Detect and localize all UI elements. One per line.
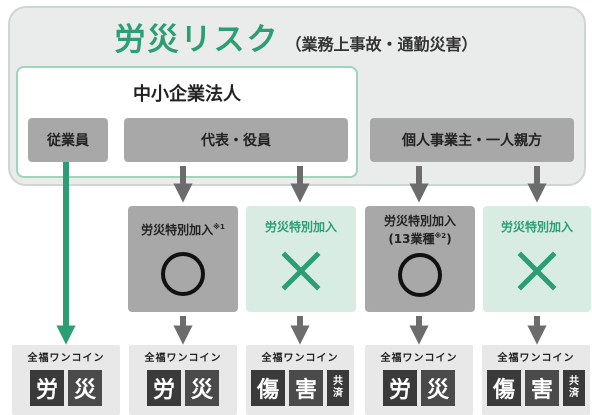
sole-proprietor-label: 個人事業主・一人親方 — [402, 133, 542, 149]
product-char: 傷 — [251, 370, 285, 406]
product-char: 労 — [147, 370, 181, 406]
product-char: 災 — [185, 370, 219, 406]
product-char: 災 — [421, 370, 455, 406]
product-label: 全福ワンコイン — [380, 353, 458, 364]
product-char-small: 共済 — [563, 370, 585, 406]
special-join-box-3: 労災特別加入 (13業種※2) — [365, 206, 475, 312]
product-char-small: 共済 — [327, 370, 349, 406]
product-box-3: 全福ワンコイン 傷 害 共済 — [246, 345, 354, 415]
employee-box: 従業員 — [28, 118, 108, 162]
product-box-4: 全福ワンコイン 労 災 — [365, 345, 473, 415]
cross-mark-icon — [517, 251, 557, 291]
title-main: 労災リスク — [114, 22, 280, 58]
circle-mark-icon — [161, 252, 205, 296]
special-join-label-1: 労災特別加入※1 — [141, 223, 225, 237]
product-box-5: 全福ワンコイン 傷 害 共済 — [482, 345, 590, 415]
diagram-title: 労災リスク （業務上事故・通勤災害） — [0, 14, 592, 59]
product-char: 労 — [30, 370, 64, 406]
product-label: 全福ワンコイン — [497, 353, 575, 364]
cross-mark-icon — [281, 251, 321, 291]
executive-label: 代表・役員 — [201, 133, 271, 149]
corporation-label: 中小企業法人 — [133, 84, 241, 105]
product-char: 傷 — [487, 370, 521, 406]
special-join-label-3: 労災特別加入 (13業種※2) — [383, 214, 456, 246]
employee-label: 従業員 — [47, 133, 89, 149]
product-char: 害 — [289, 370, 323, 406]
product-label: 全福ワンコイン — [27, 353, 105, 364]
product-label: 全福ワンコイン — [261, 353, 339, 364]
special-join-box-1: 労災特別加入※1 — [128, 206, 238, 312]
special-join-box-2: 労災特別加入 — [246, 206, 356, 312]
product-box-2: 全福ワンコイン 労 災 — [129, 345, 237, 415]
special-join-label-4: 労災特別加入 — [500, 220, 573, 234]
product-char: 災 — [68, 370, 102, 406]
special-join-box-4: 労災特別加入 — [483, 206, 591, 312]
product-label: 全福ワンコイン — [144, 353, 222, 364]
title-sub: （業務上事故・通勤災害） — [285, 35, 478, 54]
special-join-label-2: 労災特別加入 — [264, 220, 337, 234]
circle-mark-icon — [398, 253, 442, 297]
product-char: 労 — [383, 370, 417, 406]
product-char: 害 — [525, 370, 559, 406]
product-box-1: 全福ワンコイン 労 災 — [12, 345, 120, 415]
sole-proprietor-box: 個人事業主・一人親方 — [370, 118, 574, 162]
executive-box: 代表・役員 — [124, 118, 348, 162]
